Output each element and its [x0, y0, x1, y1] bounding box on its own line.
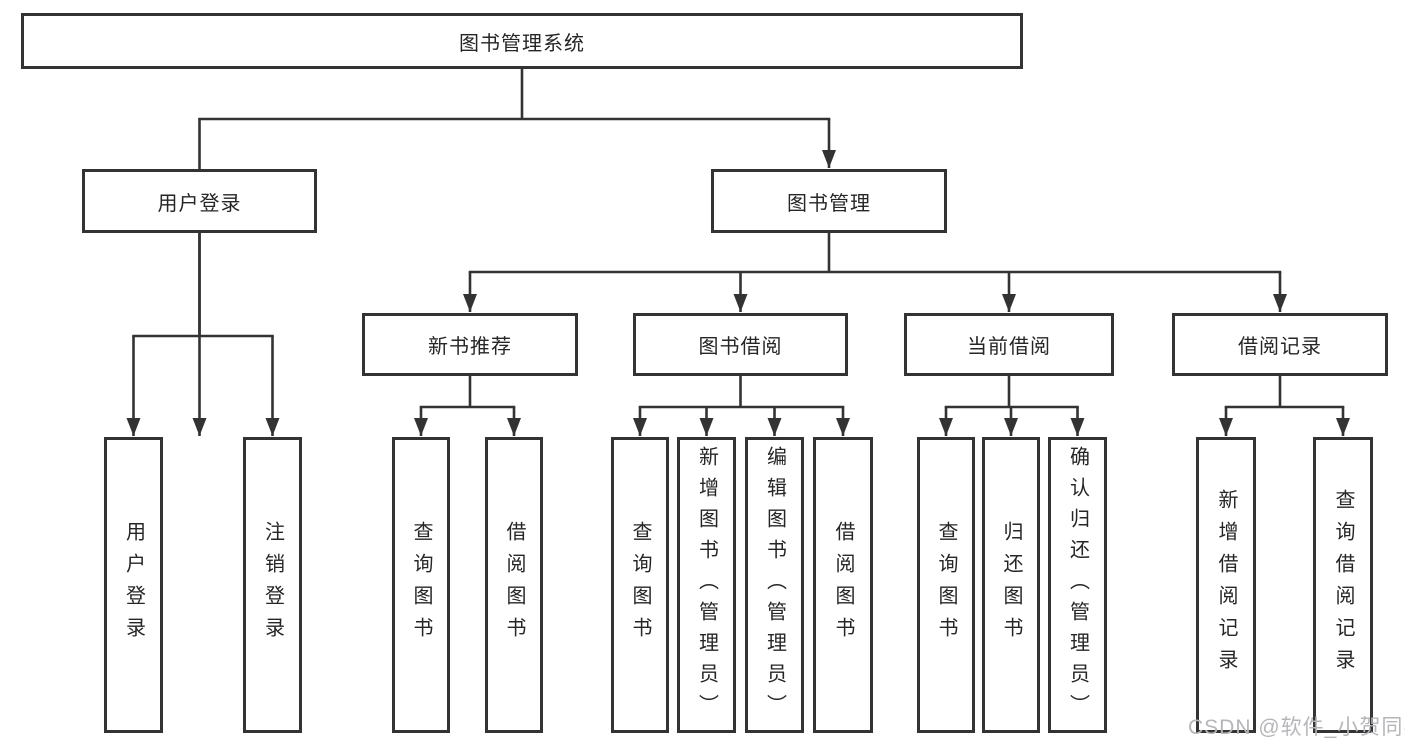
node-borrow-records: 借阅记录	[1172, 313, 1388, 376]
node-root-label: 图书管理系统	[459, 32, 585, 55]
node-user-login: 用户登录	[82, 169, 317, 233]
leaf-borrow-books-recommend-label: 借阅图书	[503, 521, 525, 649]
node-current-borrow-label: 当前借阅	[967, 336, 1051, 358]
leaf-query-books-borrow-label: 查询图书	[629, 521, 651, 649]
leaf-borrow-books-borrow-label: 借阅图书	[832, 521, 854, 649]
leaf-user-login-label: 用户登录	[122, 521, 145, 649]
node-user-login-label: 用户登录	[157, 192, 242, 215]
csdn-watermark: CSDN @软件_小贺同学	[1188, 716, 1405, 739]
leaf-borrow-books-recommend: 借阅图书	[485, 437, 543, 733]
node-root-system: 图书管理系统	[21, 13, 1023, 69]
leaf-query-books-current: 查询图书	[917, 437, 975, 733]
leaf-edit-book-admin-label: 编辑图书（管理员）	[763, 445, 786, 725]
leaf-edit-book-admin: 编辑图书（管理员）	[745, 437, 804, 733]
leaf-borrow-books-borrow: 借阅图书	[813, 437, 873, 733]
leaf-confirm-return-admin: 确认归还（管理员）	[1048, 437, 1107, 733]
leaf-return-book-label: 归还图书	[1000, 521, 1022, 649]
node-new-book-recommend-label: 新书推荐	[428, 336, 512, 358]
leaf-logout-label: 注销登录	[261, 521, 284, 649]
leaf-add-book-admin: 新增图书（管理员）	[677, 437, 736, 733]
node-borrow-records-label: 借阅记录	[1238, 336, 1322, 358]
leaf-query-books-recommend-label: 查询图书	[410, 521, 432, 649]
node-book-borrow-label: 图书借阅	[698, 336, 783, 358]
node-new-book-recommend: 新书推荐	[362, 313, 578, 376]
leaf-query-books-recommend: 查询图书	[392, 437, 450, 733]
node-book-management-label: 图书管理	[787, 192, 871, 215]
leaf-add-borrow-record-label: 新增借阅记录	[1215, 489, 1237, 681]
leaf-return-book: 归还图书	[982, 437, 1040, 733]
leaf-logout: 注销登录	[243, 437, 302, 733]
node-book-borrow: 图书借阅	[633, 313, 848, 376]
leaf-query-borrow-record: 查询借阅记录	[1313, 437, 1373, 733]
leaf-query-books-borrow: 查询图书	[611, 437, 669, 733]
node-current-borrow: 当前借阅	[904, 313, 1114, 376]
leaf-query-books-current-label: 查询图书	[935, 521, 957, 649]
leaf-confirm-return-admin-label: 确认归还（管理员）	[1066, 445, 1089, 725]
leaf-user-login: 用户登录	[104, 437, 163, 733]
leaf-add-borrow-record: 新增借阅记录	[1196, 437, 1256, 733]
leaf-query-borrow-record-label: 查询借阅记录	[1332, 489, 1354, 681]
node-book-management: 图书管理	[711, 169, 947, 233]
leaf-add-book-admin-label: 新增图书（管理员）	[695, 445, 718, 725]
